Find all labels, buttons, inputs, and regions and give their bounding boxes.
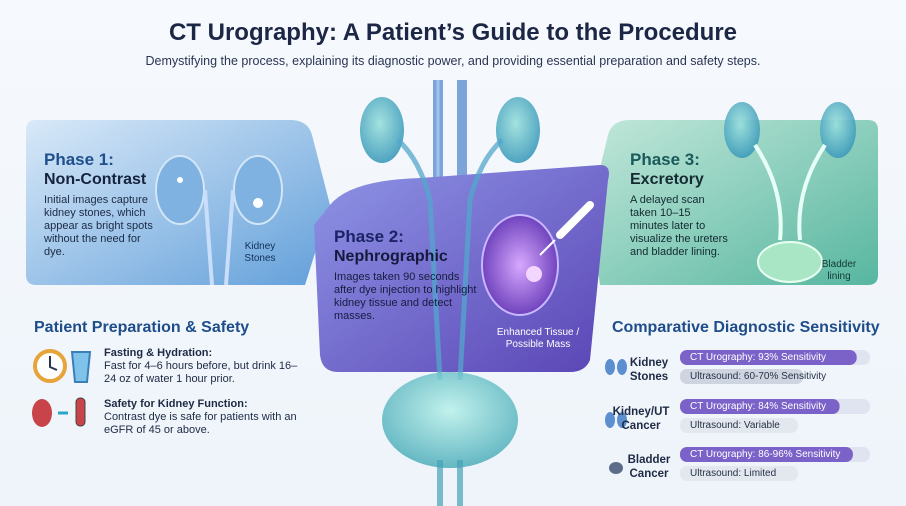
ct-bar-fill: [680, 447, 853, 462]
kidney-stones-icon: [605, 359, 615, 375]
phase-2-description: Images taken 90 seconds after dye inject…: [334, 271, 477, 322]
kidney-stones-callout: Kidney Stones: [244, 241, 276, 264]
phase-1-heading: Phase 1:: [44, 150, 114, 169]
ultrasound-bar-label: Ultrasound: 60-70% Sensitivity: [690, 371, 827, 382]
phase-1-text: Phase 1: Non-Contrast Initial images cap…: [44, 150, 159, 259]
phase-3-heading: Phase 3:: [630, 150, 700, 169]
bladder-icon: [609, 462, 623, 474]
ultrasound-bar-track: [680, 418, 798, 433]
prep-item-heading: Safety for Kidney Function:: [104, 398, 248, 410]
phase-1-description: Initial images capture kidney stones, wh…: [44, 194, 153, 258]
phase-1-name: Non-Contrast: [44, 171, 147, 188]
water-glass-icon: [70, 351, 92, 383]
prep-item-text: Fast for 4–6 hours before, but drink 16–…: [104, 360, 298, 385]
phase-2-text: Phase 2: Nephrographic Images taken 90 s…: [334, 227, 484, 323]
ultrasound-bar-fill: [680, 369, 804, 384]
sensitivity-row-label: Kidney Stones: [629, 357, 669, 383]
kidney-ut-icon: [605, 412, 615, 428]
bladder-lining-callout: Bladder lining: [821, 259, 857, 282]
vial-icon: [75, 397, 86, 427]
ultrasound-bar-track: [680, 466, 798, 481]
ct-bar-label: CT Urography: 84% Sensitivity: [690, 401, 826, 412]
phase-2-panel: [314, 165, 609, 372]
ct-bar-label: CT Urography: 93% Sensitivity: [690, 352, 826, 363]
ultrasound-bar-label: Ultrasound: Limited: [690, 468, 777, 479]
sensitivity-row-label: Kidney/UT Cancer: [612, 406, 670, 432]
sensitivity-bars: [680, 350, 870, 481]
prep-item-kidney-safety: Safety for Kidney Function: Contrast dye…: [104, 398, 304, 437]
ct-bar-fill: [680, 350, 857, 365]
prep-item-fasting: Fasting & Hydration: Fast for 4–6 hours …: [104, 347, 304, 386]
phase-2-name: Nephrographic: [334, 248, 448, 265]
phase-3-description: A delayed scan taken 10–15 minutes later…: [630, 194, 728, 258]
sensitivity-title: Comparative Diagnostic Sensitivity: [612, 319, 880, 336]
phase-3-text: Phase 3: Excretory A delayed scan taken …: [630, 150, 730, 259]
ultrasound-bar-label: Ultrasound: Variable: [690, 420, 780, 431]
page-title: CT Urography: A Patient’s Guide to the P…: [168, 19, 738, 46]
kidney-icon: [32, 399, 52, 427]
ct-bar-fill: [680, 399, 840, 414]
page-subtitle: Demystifying the process, explaining its…: [145, 54, 761, 68]
enhanced-tissue-callout: Enhanced Tissue / Possible Mass: [496, 327, 580, 350]
ct-bar-label: CT Urography: 86-96% Sensitivity: [690, 449, 841, 460]
sensitivity-row-label: Bladder Cancer: [627, 454, 671, 480]
prep-item-text: Contrast dye is safe for patients with a…: [104, 411, 297, 436]
preparation-title: Patient Preparation & Safety: [34, 319, 250, 336]
prep-item-heading: Fasting & Hydration:: [104, 347, 213, 359]
phase-3-name: Excretory: [630, 171, 704, 188]
phase-2-heading: Phase 2:: [334, 227, 404, 246]
